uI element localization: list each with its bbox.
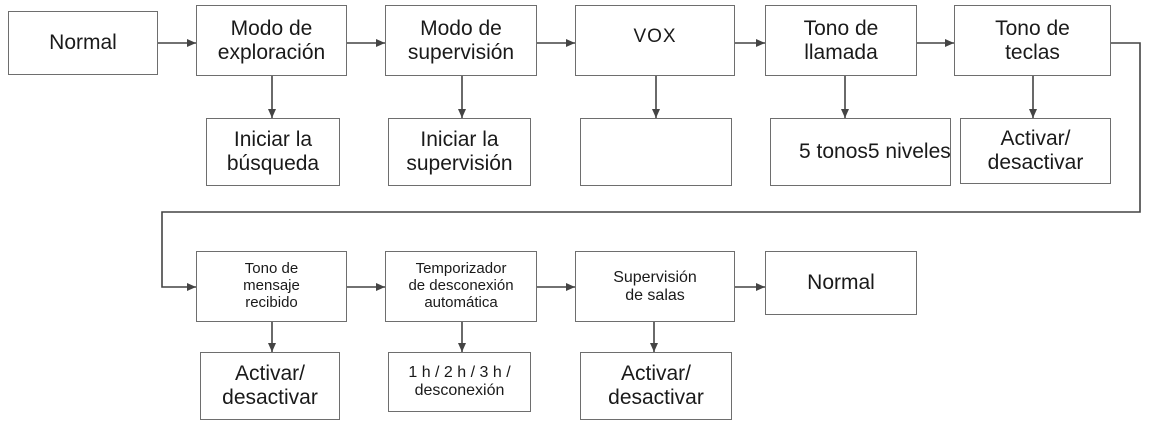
node-temporizador-opciones: 1 h / 2 h / 3 h / desconexión bbox=[388, 352, 531, 412]
wrap-connector bbox=[161, 42, 1141, 291]
node-iniciar-busqueda: Iniciar la búsqueda bbox=[206, 118, 340, 186]
node-teclas-activar: Activar/ desactivar bbox=[960, 118, 1111, 184]
node-normal-end: Normal bbox=[765, 251, 917, 315]
node-mensaje-activar: Activar/ desactivar bbox=[200, 352, 340, 420]
node-tono-mensaje: Tono de mensaje recibido bbox=[196, 251, 347, 322]
node-normal-start: Normal bbox=[8, 11, 158, 75]
node-modo-supervision: Modo de supervisión bbox=[385, 5, 537, 76]
node-modo-exploracion: Modo de exploración bbox=[196, 5, 347, 76]
node-tono-llamada: Tono de llamada bbox=[765, 5, 917, 76]
node-vox-empty bbox=[580, 118, 732, 186]
node-supervision-salas: Supervisión de salas bbox=[575, 251, 735, 322]
node-vox: VOX bbox=[575, 5, 735, 76]
node-iniciar-supervision: Iniciar la supervisión bbox=[388, 118, 531, 186]
node-cinco-tonos: 5 tonos5 niveles bbox=[770, 118, 951, 186]
node-tono-teclas: Tono de teclas bbox=[954, 5, 1111, 76]
node-temporizador: Temporizador de desconexión automática bbox=[385, 251, 537, 322]
node-salas-activar: Activar/ desactivar bbox=[580, 352, 732, 420]
